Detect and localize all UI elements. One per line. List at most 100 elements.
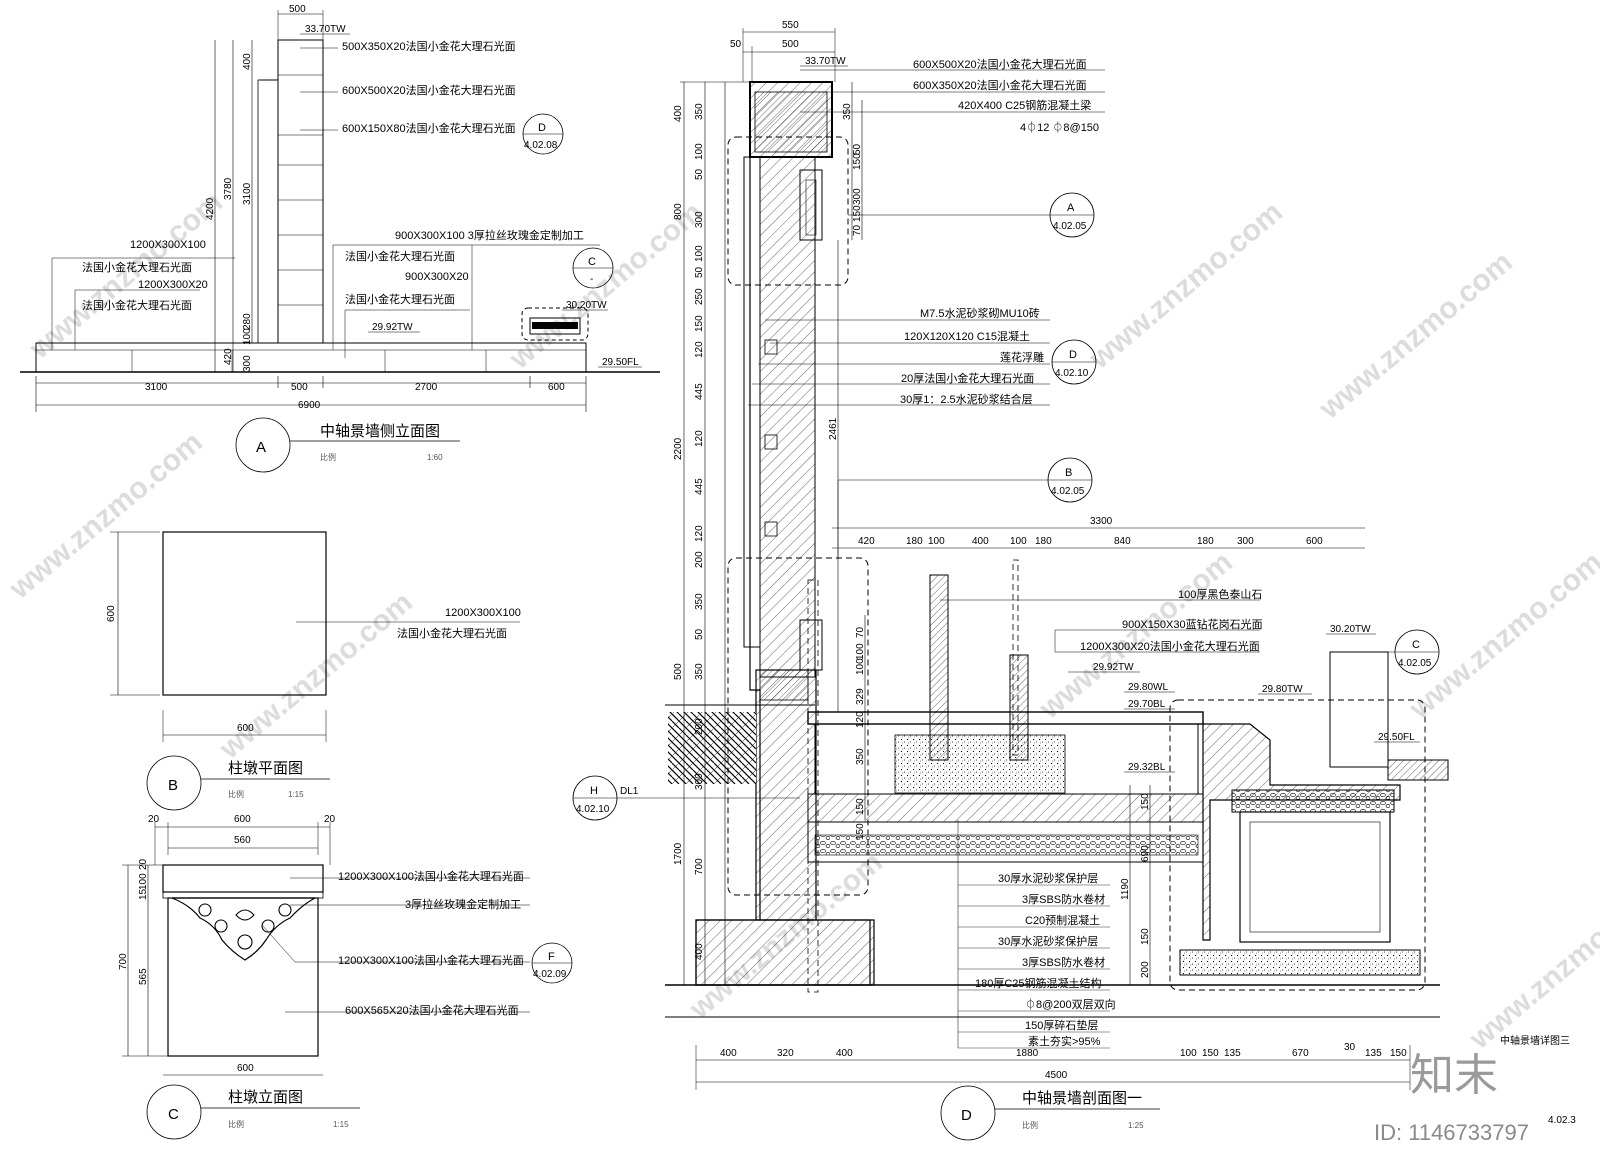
dim-label: 150 [855,823,866,840]
elevation-mark: 29.92TW [372,322,413,333]
elevation-mark: 29.70BL [1128,699,1166,710]
elevation-mark: 29.92TW [1093,662,1134,673]
dim-label: 100 [855,643,866,660]
dim-label: 300 [1237,536,1254,547]
dim-label: 350 [694,103,705,120]
callout-ref: - [590,274,593,285]
material-label: 500X350X20法国小金花大理石光面 [342,39,516,53]
callout-letter: H [590,785,598,797]
dim-label: 445 [694,383,705,400]
dim-label: 200 [1140,961,1151,978]
scale-value: 1:15 [333,1120,349,1129]
drawing-title: 柱墩立面图 [228,1089,303,1106]
dim-label: 100 [242,328,253,345]
dim-label: 200 [694,551,705,568]
layer-label: 3厚SBS防水卷材 [1022,892,1105,906]
title-letter: D [961,1107,972,1124]
dim-label: 100 [138,873,149,890]
watermark-text: www.znzmo.com [1463,875,1600,1056]
dim-label: 150 [1202,1048,1219,1059]
bottom-dimension-row: 400 320 400 1880 100 150 135 670 30 135 … [720,1042,1407,1059]
title-letter: B [168,777,178,794]
elevation-mark: 33.70TW [805,56,846,67]
elevation-mark: 30.20TW [1330,624,1371,635]
dim-label: 3100 [145,382,168,393]
material-label: 1200X300X100 [130,239,206,251]
dim-label: 560 [234,835,251,846]
callout-ref: 4.02.05 [1398,658,1432,669]
dim-label: 600 [234,814,251,825]
callout-ref: 4.02.05 [1053,221,1087,232]
elevation-mark: 29.32BL [1128,762,1166,773]
dim-label: 100 [694,143,705,160]
sheet-ref: 4.02.3 [1548,1115,1576,1126]
callout-ref: 4.02.10 [576,804,610,815]
dim-label: 700 [694,858,705,875]
material-label: 900X300X20 [405,271,469,283]
dim-label: 3300 [1090,516,1113,527]
material-label: 1200X300X100法国小金花大理石光面 [338,869,524,883]
callout-letter: A [1067,202,1075,214]
brand-id: ID: 1146733797 [1374,1120,1529,1145]
material-label: 900X300X100 3厚拉丝玫瑰金定制加工 [395,228,584,242]
layer-label: ⏀8@200双层双向 [1025,997,1116,1011]
material-label: 法国小金花大理石光面 [82,298,192,312]
dim-label: 690 [1140,845,1151,862]
material-label: 600X150X80法国小金花大理石光面 [342,121,516,135]
dim-label: 4200 [205,197,216,220]
layer-label: 3厚SBS防水卷材 [1022,955,1105,969]
material-label: M7.5水泥砂浆砌MU10砖 [920,306,1040,320]
dim-label: 70 [855,626,866,638]
dim-label: 135 [1224,1048,1241,1059]
dim-label: 20 [324,814,336,825]
callout-ref: 4.02.10 [1055,368,1089,379]
title-letter: C [168,1106,179,1123]
callout-letter: D [1069,349,1077,361]
dim-label: 100 [694,245,705,262]
watermark-text: www.znzmo.com [3,425,209,606]
material-label: 法国小金花大理石光面 [345,292,455,306]
dim-label: 2461 [828,417,839,440]
dim-label: 500 [289,4,306,15]
material-label: 20厚法国小金花大理石光面 [901,371,1034,385]
callout-letter: C [1412,639,1420,651]
drawing-c-pier-elevation: 20 600 20 560 100 20 15 700 565 600 1200… [118,814,573,1140]
dim-label: 600 [106,605,117,622]
dim-label: 420 [858,536,875,547]
scale-label: 比例 [228,1119,244,1129]
material-label: 900X150X30蓝钻花岗石光面 [1122,617,1263,631]
dim-label: 329 [855,688,866,705]
elevation-mark: 29.50FL [1378,732,1415,743]
watermark-text: www.znzmo.com [23,185,229,366]
scale-label: 比例 [320,452,336,462]
material-label: 法国小金花大理石光面 [82,260,192,274]
ornament-icon [171,897,316,961]
drawing-title: 柱墩平面图 [228,760,303,777]
dim-label: 800 [673,203,684,220]
sheet-title-block: 中轴景墙详图三 4.02.3 [1500,1034,1576,1126]
material-label: 3厚拉丝玫瑰金定制加工 [405,897,521,911]
scale-value: 1:25 [1128,1121,1144,1130]
dim-label: 565 [138,968,149,985]
dim-label: 50 [694,168,705,180]
elevation-mark: 29.80WL [1128,682,1168,693]
dim-label: 350 [694,593,705,610]
scale-label: 比例 [1022,1120,1038,1130]
material-label: 法国小金花大理石光面 [345,249,455,263]
layer-label: C20预制混凝土 [1025,913,1100,927]
dim-label: 420 [223,348,234,365]
material-label: 30厚1：2.5水泥砂浆结合层 [900,392,1033,406]
dim-label: 320 [777,1048,794,1059]
dim-label: 15 [138,888,149,900]
dim-label: 300 [242,355,253,372]
callout-ref: 4.02.08 [524,140,558,151]
dim-label: 350 [694,663,705,680]
material-label: 1200X300X20法国小金花大理石光面 [1080,639,1260,653]
material-label: 1200X300X100法国小金花大理石光面 [338,953,524,967]
callout-ref: 4.02.05 [1051,486,1085,497]
watermark-text: www.znzmo.com [213,585,419,766]
drawing-a-side-elevation: 500 400 4200 3780 3100 100 280 420 300 3… [20,4,660,473]
dim-label: 120 [694,341,705,358]
dim-label: 150 [1390,1048,1407,1059]
dim-label: 150 [694,315,705,332]
